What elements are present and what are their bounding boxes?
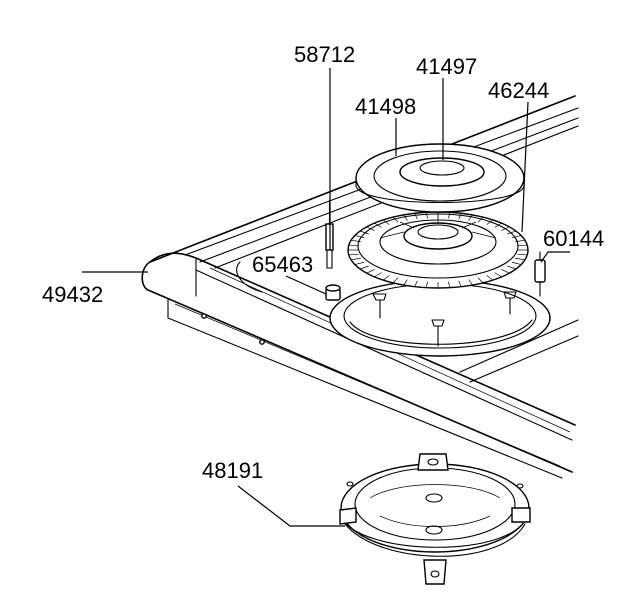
ring-tooth [501, 269, 510, 274]
ring-tooth [515, 239, 525, 243]
ring-tooth [403, 214, 408, 221]
ring-tooth [348, 244, 359, 247]
label-60144: 60144 [543, 226, 604, 251]
fitting-65463 [325, 284, 341, 301]
ring-tooth [354, 261, 365, 265]
leader-60144 [540, 251, 570, 263]
ring-tooth [477, 277, 484, 284]
label-49432: 49432 [42, 282, 103, 307]
ring-tooth [468, 279, 473, 286]
ring-tooth [448, 212, 451, 219]
screw-front [431, 319, 445, 347]
ring-tooth [425, 281, 428, 288]
ring-tooth [501, 226, 510, 231]
ring-tooth [348, 253, 359, 256]
ring-tooth [458, 213, 462, 220]
burner-base [329, 279, 551, 357]
ring-tooth [494, 222, 502, 228]
ring-tooth [403, 279, 408, 286]
ring-tooth [351, 257, 361, 261]
ring-tooth [392, 216, 399, 223]
burner-cap-41497 [399, 157, 485, 187]
leader-65463 [285, 275, 327, 295]
ring-tooth [511, 235, 522, 239]
ring-tooth [354, 235, 365, 239]
ring-tooth [511, 261, 522, 265]
ring-tooth [486, 275, 494, 281]
ring-tooth [414, 280, 418, 287]
ring-tooth [515, 257, 525, 261]
ring-tooth [425, 212, 428, 219]
ring-tooth [468, 214, 473, 221]
ring-tooth [382, 275, 390, 281]
ring-tooth [392, 277, 399, 284]
ring-tooth [477, 216, 484, 223]
burner-bowl-48191 [339, 453, 531, 585]
ring-tooth [448, 281, 451, 288]
leader-48191 [237, 485, 345, 527]
ring-tooth [517, 253, 528, 256]
screw-left [372, 293, 387, 319]
ring-tooth [507, 230, 517, 235]
ring-tooth [414, 213, 418, 220]
ring-tooth [359, 230, 369, 235]
ring-tooth [382, 219, 390, 225]
ring-tooth [458, 280, 462, 287]
leader-lines [82, 68, 570, 527]
thermocouple-60144 [534, 251, 546, 297]
ring-tooth [366, 269, 375, 274]
ring-tooth [486, 219, 494, 225]
ring-tooth [517, 244, 528, 247]
label-46244: 46244 [488, 78, 549, 103]
label-48191: 48191 [202, 458, 263, 483]
label-58712: 58712 [294, 42, 355, 67]
ring-tooth [374, 222, 382, 228]
leader-46244 [521, 101, 529, 233]
label-41497: 41497 [416, 54, 477, 79]
label-41498: 41498 [355, 94, 416, 119]
screw-right [503, 291, 517, 315]
ring-tooth [374, 272, 382, 278]
ring-tooth [494, 272, 502, 278]
ring-tooth [351, 239, 361, 243]
ring-tooth [366, 226, 375, 231]
ring-tooth [359, 265, 369, 270]
burner-ring-46244 [347, 211, 529, 289]
label-65463: 65463 [252, 252, 313, 277]
part-number-labels: 58712 41497 41498 46244 60144 65463 4943… [42, 42, 604, 483]
ring-tooth [507, 265, 517, 270]
cooktop-frame [141, 95, 579, 479]
